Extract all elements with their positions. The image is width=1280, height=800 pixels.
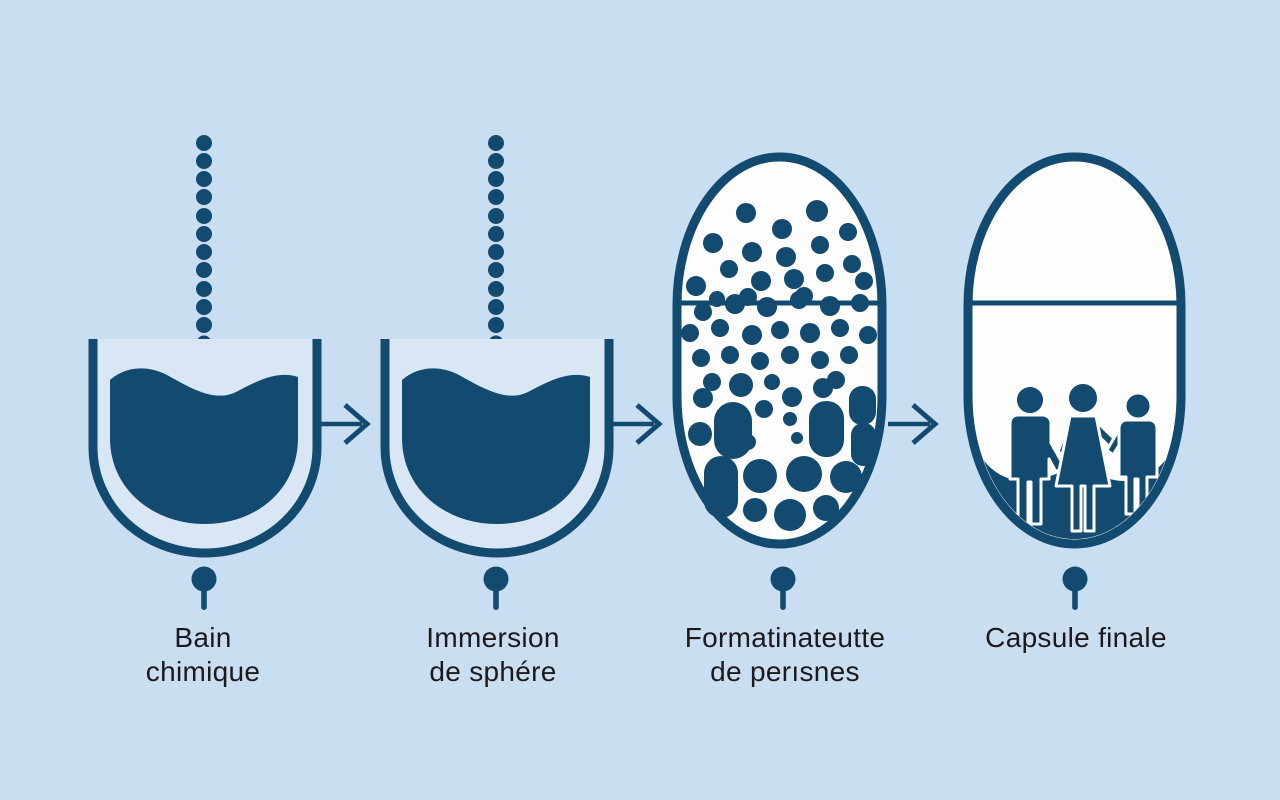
falling-spheres-icon [488, 135, 504, 368]
step-label-chemical-bath: Bain chimique [146, 621, 260, 689]
step-label-line: Immersion [426, 622, 560, 653]
step-label-line: Formatinateutte [684, 622, 886, 653]
pin-marker-icon [191, 566, 217, 610]
bath-vessel-icon [385, 339, 609, 553]
pin-marker-icon [1062, 566, 1088, 610]
step-label-line: Bain [174, 622, 232, 653]
step-label-line: Capsule finale [985, 622, 1167, 653]
step-label-sphere-immersion: Immersion de sphére [426, 621, 559, 689]
capsule-with-people-icon [963, 152, 1186, 549]
pin-marker-icon [770, 566, 796, 610]
right-arrow-icon [320, 405, 367, 443]
right-arrow-icon [888, 405, 935, 443]
family-icon [1008, 381, 1159, 533]
capsule-with-beads-icon [672, 152, 887, 549]
bath-vessel-icon [93, 339, 317, 553]
step-label-line: chimique [145, 656, 261, 687]
step-label-line: de perısnes [710, 656, 860, 687]
step-label-line: de sphére [429, 656, 557, 687]
bead-dots [681, 200, 877, 531]
pin-marker-icon [483, 566, 509, 610]
step-label-pearl-formation: Formatinateutte de perısnes [685, 621, 886, 689]
right-arrow-icon [612, 405, 659, 443]
falling-spheres-icon [196, 135, 212, 368]
step-label-final-capsule: Capsule finale [985, 621, 1167, 655]
